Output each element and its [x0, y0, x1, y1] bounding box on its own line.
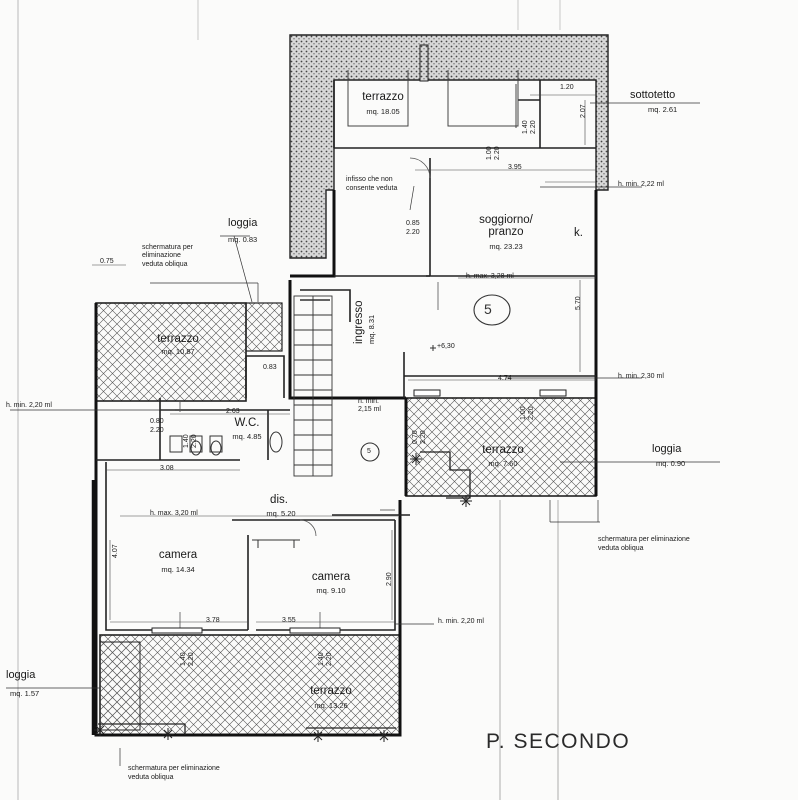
circle-number-mid: 5: [367, 448, 371, 455]
room-name-soggiorno: soggiorno/ pranzo: [479, 214, 533, 239]
room-name-ingresso: ingresso: [353, 300, 365, 344]
room-area-dis: mq. 5.20: [266, 509, 296, 518]
dim-120: 1.20: [560, 84, 574, 91]
screen-note-top: schermatura per eliminazione veduta obli…: [142, 244, 193, 268]
height-top-right: h. min. 2,22 ml: [618, 181, 664, 188]
loggia-right-name: loggia: [652, 443, 682, 455]
loggia-right-area: mq. 0.90: [656, 459, 686, 468]
room-name-dis: dis.: [270, 494, 288, 506]
room-name-camera-right: camera: [311, 571, 351, 583]
room-area-terrazzo-top: mq. 18.05: [366, 107, 400, 116]
screen-note-bottom: schermatura per eliminazione veduta obli…: [128, 765, 220, 781]
staircase: [293, 295, 333, 477]
room-name-sottotetto: sottotetto: [630, 89, 676, 101]
dim-140-wc: 1.40 2.20: [183, 434, 198, 448]
room-name-terrazzo-top: terrazzo: [362, 91, 404, 103]
roof-parapet: [289, 34, 609, 259]
room-area-terrazzo-left: mq. 10.87: [161, 347, 195, 356]
dim-378: 3.78: [206, 617, 220, 624]
height-max-dis: h. max. 3,20 ml: [150, 510, 198, 517]
room-name-terrazzo-left: terrazzo: [157, 333, 199, 345]
infisso-note: infisso che non consente veduta: [346, 176, 398, 192]
room-name-camera-left: camera: [158, 549, 198, 561]
dim-407: 4.07: [112, 544, 119, 558]
height-center: h. min. 2,15 ml: [358, 398, 381, 414]
height-bottom-right: h. min. 2,20 ml: [438, 618, 484, 625]
room-name-terrazzo-bottom: terrazzo: [310, 685, 352, 697]
dim-207: 2.07: [580, 104, 587, 118]
terrace-bottom-hatch: [99, 634, 401, 736]
circle-marker-mid: [360, 442, 380, 462]
room-name-wc: W.C.: [234, 417, 260, 429]
dim-355: 3.55: [282, 617, 296, 624]
room-area-terrazzo-bottom: mq. 13.26: [314, 701, 348, 710]
dim-100-right: 1.00 2.20: [520, 406, 535, 420]
screen-note-right: schermatura per eliminazione veduta obli…: [598, 536, 690, 552]
dim-085: 0.85 2.20: [406, 220, 420, 236]
dim-290: 2.90: [386, 572, 393, 586]
floor-title: P. SECONDO: [486, 730, 631, 753]
loggia-bottom-left-hatch: [99, 641, 141, 731]
room-area-sottotetto: mq. 2.61: [648, 105, 678, 114]
height-kmax: h. max. 3,28 ml: [466, 273, 514, 280]
room-area-ingresso: mq. 8.31: [367, 314, 376, 344]
circle-number-top: 5: [484, 301, 492, 317]
room-name-terrazzo-right: terrazzo: [482, 444, 524, 456]
dim-308: 3.08: [160, 465, 174, 472]
kitchen-mark: k.: [574, 227, 583, 239]
room-area-soggiorno: mq. 23.23: [489, 242, 523, 251]
dim-263: 2.63: [226, 408, 240, 415]
dim-570: 5.70: [575, 296, 582, 310]
dim-070: 0.70 2.20: [412, 430, 427, 444]
circle-marker-top: [473, 294, 511, 326]
wc-fixtures: [169, 431, 283, 456]
dim-140-bottom-1: 1.40 2.20: [180, 652, 195, 666]
loggia-bottom-left-name: loggia: [6, 669, 36, 681]
height-left: h. min. 2,20 ml: [6, 402, 52, 409]
dim-083: 0.83: [263, 364, 277, 371]
loggia-top-left-name: loggia: [228, 217, 258, 229]
dim-140-bottom-2: 1.40 2.20: [318, 652, 333, 666]
dim-100-top: 1.00 2.20: [486, 146, 501, 160]
height-mid-right: h. min. 2,30 ml: [618, 373, 664, 380]
dim-395: 3.95: [508, 164, 522, 171]
loggia-bottom-left-area: mq. 1.57: [10, 689, 40, 698]
room-area-wc: mq. 4.85: [232, 432, 262, 441]
dim-474: 4.74: [498, 375, 512, 382]
dim-080: 0.80 2.20: [150, 418, 164, 434]
room-area-camera-right: mq. 9.10: [316, 586, 346, 595]
terrace-left-hatch: [95, 302, 247, 402]
room-area-camera-left: mq. 14.34: [161, 565, 195, 574]
plant-symbols: [94, 453, 472, 742]
dim-140-top: 1.40 2.20: [522, 120, 537, 134]
loggia-top-left-area: mq. 0.83: [228, 235, 258, 244]
room-area-terrazzo-right: mq. 7.60: [488, 459, 518, 468]
dim-075: 0.75: [100, 258, 114, 265]
level-mark: +6,30: [437, 343, 455, 350]
loggia-top-left-hatch: [245, 302, 283, 352]
